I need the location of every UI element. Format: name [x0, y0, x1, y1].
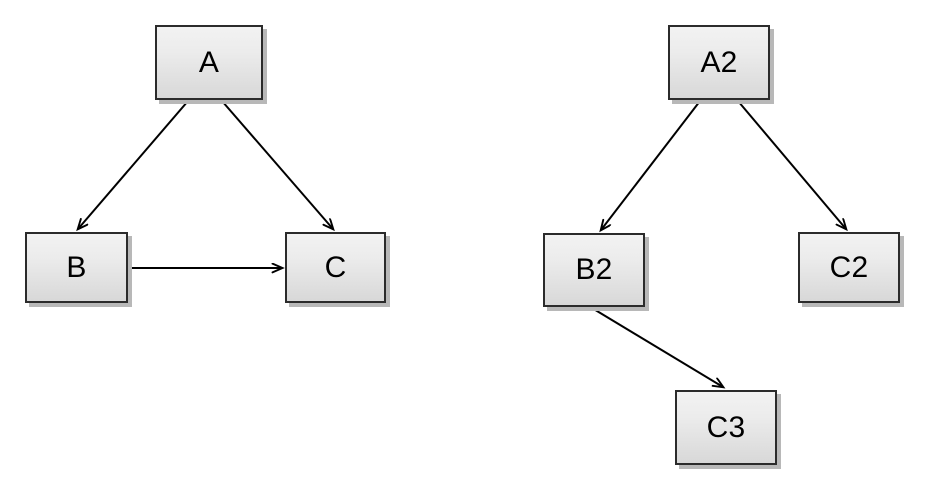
node-c[interactable]: C [285, 232, 386, 303]
node-label: A [198, 45, 220, 79]
node-label: A2 [700, 45, 738, 79]
node-label: B2 [575, 253, 613, 286]
edge-a2-to-b2 [601, 100, 701, 230]
edge-lines [78, 100, 846, 387]
edge-a-to-c [221, 100, 333, 229]
node-a[interactable]: A [155, 25, 263, 100]
node-b[interactable]: B [25, 232, 128, 303]
node-label: C3 [706, 410, 746, 444]
node-label: C2 [829, 250, 869, 284]
node-c2[interactable]: C2 [798, 232, 900, 303]
edge-b2-to-c3 [591, 307, 723, 387]
node-label: C [324, 250, 347, 284]
node-a2[interactable]: A2 [668, 25, 770, 100]
node-b2[interactable]: B2 [543, 233, 645, 307]
node-c3[interactable]: C3 [675, 390, 777, 465]
edge-a-to-b [78, 100, 189, 229]
node-label: B [66, 250, 87, 284]
edge-a2-to-c2 [737, 100, 846, 229]
